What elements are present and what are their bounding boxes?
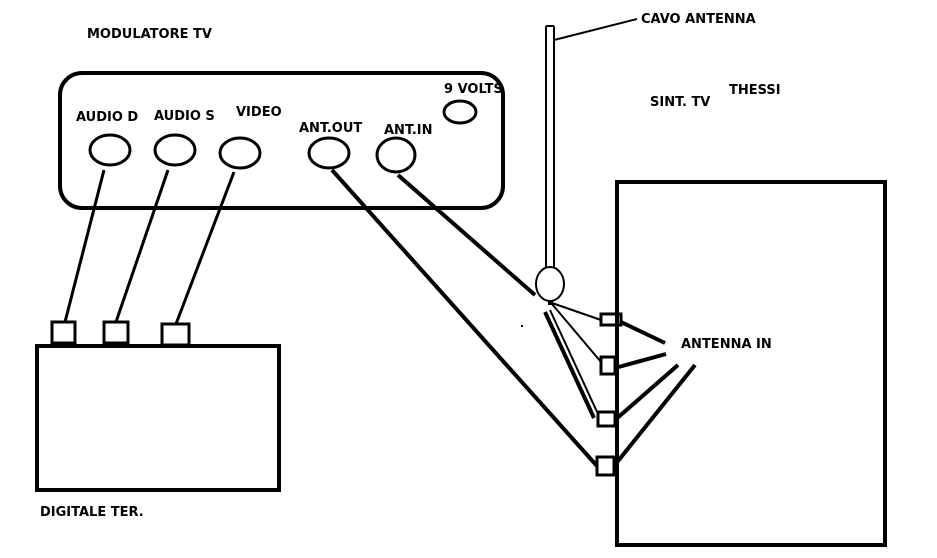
- cable-junction-port-3b: [549, 309, 599, 415]
- cable-audio-d: [63, 169, 106, 323]
- video-label: VIDEO: [236, 105, 282, 120]
- antenna-in-pointer-2: [614, 352, 667, 370]
- antenna-in-port-2: [599, 355, 617, 376]
- digitale-ter-box: [35, 344, 281, 492]
- cable-junction-port-1: [551, 302, 602, 321]
- antenna-in-port-3: [596, 410, 617, 428]
- audio-d-label: AUDIO D: [76, 110, 138, 125]
- ant-out-label: ANT.OUT: [299, 121, 362, 136]
- audio-s-connector: [153, 133, 197, 167]
- antenna-in-pointer-3: [613, 363, 680, 422]
- modulator-box: [58, 71, 505, 210]
- audio-s-label: AUDIO S: [154, 109, 215, 124]
- sint-tv-box: [615, 180, 887, 547]
- cable-junction-port-2: [551, 303, 602, 363]
- receiver-connector-3: [160, 322, 191, 347]
- speck: [521, 325, 523, 327]
- ant-out-connector: [307, 136, 351, 170]
- nine-volts-label: 9 VOLTS: [444, 82, 503, 97]
- antenna-in-port-4: [595, 455, 616, 477]
- antenna-in-pointer-4: [612, 363, 697, 468]
- antenna-junction: [535, 266, 565, 302]
- antenna-in-pointer-1: [620, 320, 666, 345]
- cavo-antenna-leader: [553, 18, 638, 41]
- cavo-antenna-label: CAVO ANTENNA: [641, 12, 756, 27]
- ant-in-connector: [375, 136, 417, 174]
- video-connector: [218, 136, 262, 170]
- antenna-in-label: ANTENNA IN: [681, 337, 772, 352]
- audio-d-connector: [88, 133, 132, 167]
- antenna-junction-tip: [548, 300, 553, 305]
- cable-video: [174, 171, 236, 325]
- modulatore-tv-label: MODULATORE TV: [87, 27, 212, 42]
- cable-ant-out: [330, 168, 599, 468]
- sint-tv-label: SINT. TV: [650, 95, 710, 110]
- cable-ant-in: [396, 173, 537, 297]
- cable-junction-port-3a: [543, 311, 596, 419]
- digitale-ter-label: DIGITALE TER.: [40, 505, 144, 520]
- receiver-connector-2: [102, 320, 130, 345]
- thessi-label: THESSI: [729, 83, 781, 98]
- ant-in-label: ANT.IN: [384, 123, 433, 138]
- cable-audio-s: [114, 169, 170, 323]
- power-9v-connector: [442, 99, 478, 125]
- receiver-connector-1: [50, 320, 77, 345]
